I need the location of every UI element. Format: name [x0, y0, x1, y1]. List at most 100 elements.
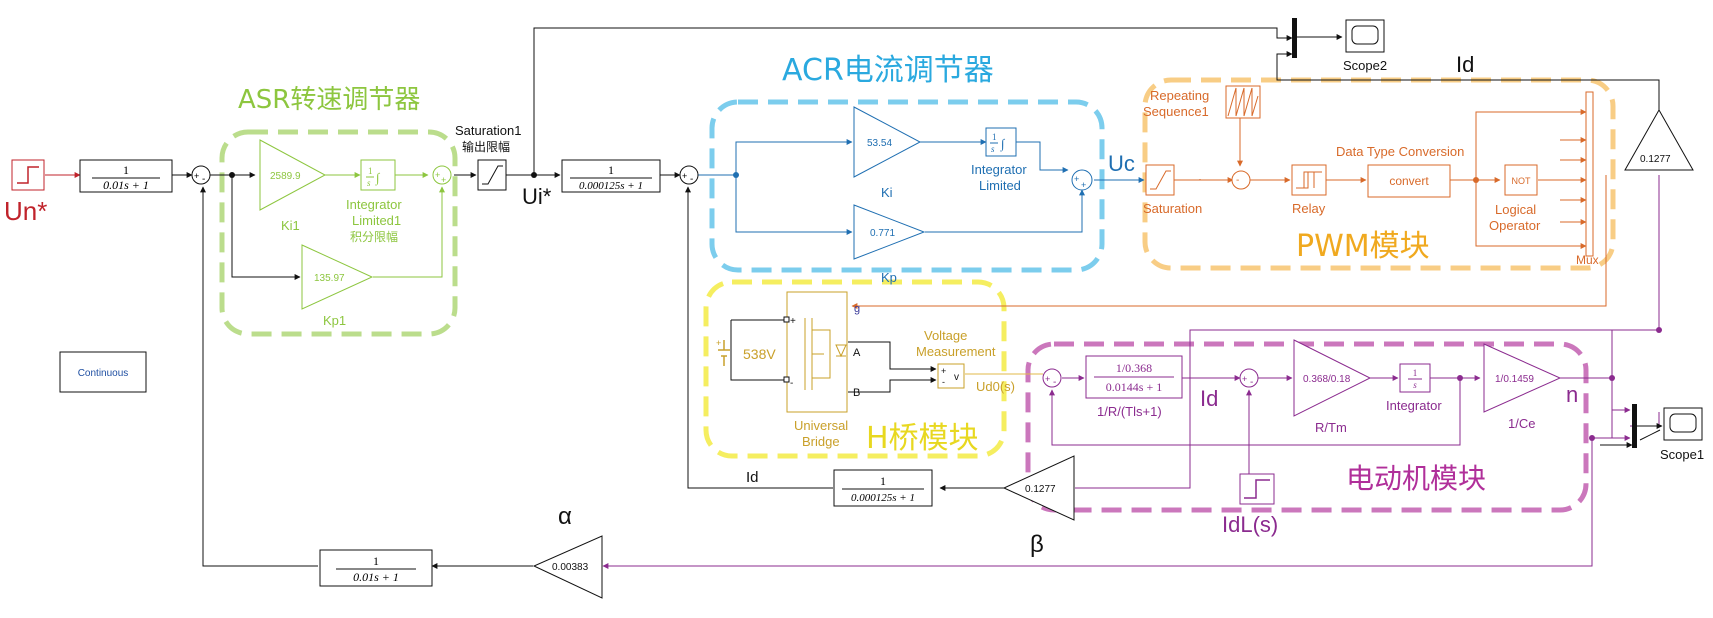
motor-tf-label: 1/R/(Tls+1): [1097, 404, 1162, 419]
scope1-label: Scope1: [1660, 447, 1704, 462]
int-lim1-label3: 积分限幅: [350, 229, 398, 244]
svg-text:1: 1: [992, 132, 997, 142]
integrator-label: Integrator: [1386, 398, 1442, 413]
filter-n-den: 0.01s + 1: [353, 570, 399, 584]
hbridge-title: H桥模块: [866, 421, 979, 456]
logical-label2: Operator: [1489, 218, 1541, 233]
integrator-block[interactable]: 1 s: [1399, 363, 1431, 393]
sum-pwm[interactable]: -: [1231, 170, 1251, 190]
logical-label1: Logical: [1495, 202, 1536, 217]
rtm-value: 0.368/0.18: [1303, 374, 1351, 385]
universal-bridge[interactable]: [783, 291, 848, 413]
kp1-label: Kp1: [323, 313, 346, 328]
uc-label: Uc: [1108, 151, 1135, 176]
step-un-star[interactable]: [11, 159, 45, 191]
svg-text:s: s: [991, 144, 995, 154]
ki-gain[interactable]: 53.54: [853, 106, 922, 178]
sum-motor-2[interactable]: +-: [1239, 368, 1259, 388]
ce-value: 1/0.1459: [1495, 374, 1534, 385]
kp-gain[interactable]: 0.771: [853, 204, 926, 260]
ud0-label: Ud0(s): [976, 379, 1015, 394]
svg-text:-: -: [1250, 377, 1253, 388]
ki1-gain[interactable]: 2589.9: [259, 139, 327, 211]
repeating-sequence[interactable]: [1225, 85, 1261, 119]
svg-text:+: +: [435, 170, 440, 180]
integrator-limited1[interactable]: 1 s ∫: [360, 159, 396, 191]
relay-block[interactable]: [1291, 164, 1327, 196]
saturation-block[interactable]: [1145, 164, 1175, 196]
continuous-text: Continuous: [78, 368, 129, 379]
bridge-port-a: A: [853, 347, 861, 359]
vmeas-label2: Measurement: [916, 344, 996, 359]
dtc-text: convert: [1389, 174, 1429, 188]
rtm-label: R/Tm: [1315, 420, 1347, 435]
gain-pwm-value: 0.1277: [1640, 154, 1671, 165]
filter-n-num: 1: [373, 554, 379, 568]
scope2-label: Scope2: [1343, 58, 1387, 73]
id-top-label: Id: [1456, 52, 1474, 77]
gain-pwm[interactable]: 0.1277: [1624, 108, 1694, 171]
svg-text:+: +: [1074, 174, 1079, 184]
ce-label: 1/Ce: [1508, 416, 1535, 431]
pwm-region: [1142, 77, 1616, 271]
dc-source[interactable]: +: [716, 338, 730, 366]
svg-text:+: +: [682, 171, 687, 181]
integrator-num: 1: [1413, 368, 1418, 378]
motor-tf-den: 0.0144s + 1: [1106, 380, 1162, 394]
repeating-label2: Sequence1: [1143, 104, 1209, 119]
voltage-measurement[interactable]: + - v: [937, 363, 965, 389]
filter-ui-num: 1: [608, 163, 614, 177]
junction-dots: [229, 172, 1662, 441]
sum-acr-out[interactable]: ++: [1071, 169, 1093, 191]
bridge-label1: Universal: [794, 418, 848, 433]
svg-text:+: +: [1081, 180, 1086, 190]
ki1-label: Ki1: [281, 218, 300, 233]
sum-motor-1[interactable]: +-: [1042, 368, 1062, 388]
rtm-gain[interactable]: 0.368/0.18: [1293, 339, 1372, 417]
scope1-block[interactable]: [1663, 407, 1703, 441]
motor-region: [1025, 341, 1589, 513]
mux-label: Mux: [1576, 253, 1599, 267]
filter-id[interactable]: 1 0.000125s + 1: [833, 469, 933, 507]
filter-id-num: 1: [880, 474, 886, 488]
saturation1-label1: Saturation1: [455, 123, 522, 138]
sum-acr[interactable]: +-: [679, 165, 699, 185]
sum-asr[interactable]: +-: [191, 165, 211, 185]
logical-operator[interactable]: NOT: [1504, 164, 1538, 196]
kp-value: 0.771: [870, 228, 895, 239]
id-bottom-label: Id: [746, 469, 759, 486]
sum-asr-out[interactable]: ++: [432, 165, 452, 185]
svg-text:-: -: [942, 377, 945, 387]
kp1-gain[interactable]: 135.97: [301, 244, 374, 310]
filter-un-num: 1: [123, 163, 129, 177]
mux-block[interactable]: [1585, 91, 1594, 257]
motor-title: 电动机模块: [1346, 462, 1486, 495]
saturation1-block[interactable]: [477, 159, 507, 191]
repeating-label1: Repeating: [1150, 88, 1209, 103]
ki-label: Ki: [881, 185, 893, 200]
kp1-value: 135.97: [314, 273, 345, 284]
integrator-den: s: [1413, 380, 1417, 390]
filter-ui[interactable]: 1 0.000125s + 1: [561, 159, 661, 193]
filter-n[interactable]: 1 0.01s + 1: [319, 549, 433, 587]
continuous-block[interactable]: Continuous: [59, 351, 147, 393]
filter-un[interactable]: 1 0.01s + 1: [79, 159, 173, 193]
int-lim-label2: Limited: [979, 178, 1021, 193]
ki-value: 53.54: [867, 138, 892, 149]
idl-step[interactable]: [1239, 473, 1275, 505]
gain-beta[interactable]: 0.1277: [1002, 455, 1075, 521]
svg-text:+: +: [194, 171, 199, 181]
svg-text:+: +: [716, 338, 721, 348]
scope2-block[interactable]: [1345, 19, 1385, 53]
ki1-value: 2589.9: [270, 171, 301, 182]
integrator-limited[interactable]: 1 s ∫: [985, 127, 1017, 157]
beta-label: β: [1030, 531, 1044, 558]
svg-text:-: -: [1236, 175, 1239, 186]
gain-alpha[interactable]: 0.00383: [532, 535, 603, 599]
dtc-label: Data Type Conversion: [1336, 144, 1464, 159]
motor-tf[interactable]: 1/0.368 0.0144s + 1: [1085, 355, 1183, 399]
ui-star-label: Ui*: [522, 184, 552, 209]
ce-gain[interactable]: 1/0.1459: [1483, 343, 1562, 413]
data-type-conversion[interactable]: convert: [1367, 164, 1451, 198]
